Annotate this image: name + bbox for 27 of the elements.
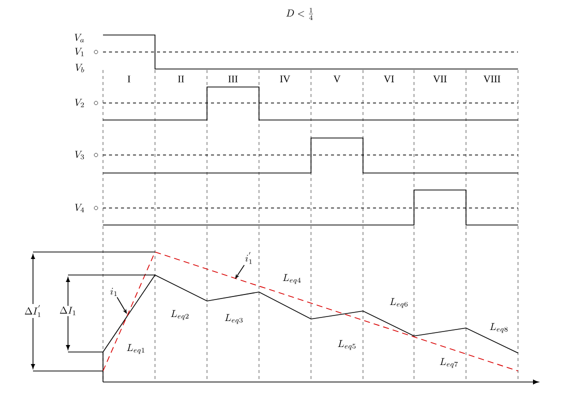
- interval-label: II: [178, 76, 184, 82]
- condition-label: $D<\frac{1}{4}$: [286, 8, 313, 20]
- curve-label: $i_1^{'}$: [245, 252, 252, 264]
- interval-label: IV: [280, 76, 290, 82]
- dimension-label: $\Delta I_1$: [58, 306, 78, 316]
- interval-label: VII: [433, 76, 447, 82]
- signal-label: $V_4$: [73, 202, 86, 214]
- inductance-label: $L_{eq7}$: [440, 358, 458, 368]
- interval-label: V: [334, 76, 341, 82]
- dimension-label: $\Delta I_1^{'}$: [23, 304, 43, 318]
- signal-label: $V_a$: [74, 34, 84, 42]
- interval-label: I: [128, 76, 130, 82]
- interval-label: III: [228, 76, 238, 82]
- interval-label: VI: [384, 76, 394, 82]
- inductance-label: $L_{eq2}$: [170, 310, 189, 320]
- signal-label: $V_2$: [73, 98, 86, 108]
- inductance-label: $L_{eq8}$: [490, 323, 508, 333]
- inductance-label: $L_{eq3}$: [224, 314, 243, 324]
- signal-label: $V_3$: [73, 150, 86, 160]
- curve-label: $i_1$: [110, 288, 117, 296]
- signal-label: $V_1$: [73, 46, 86, 58]
- inductance-label: $L_{eq4}$: [282, 274, 301, 284]
- inductance-label: $L_{eq6}$: [390, 298, 408, 308]
- inductance-label: $L_{eq5}$: [338, 340, 356, 350]
- inductance-label: $L_{eq1}$: [126, 344, 144, 354]
- interval-label: VIII: [484, 76, 500, 82]
- signal-label: $V_b$: [76, 64, 84, 72]
